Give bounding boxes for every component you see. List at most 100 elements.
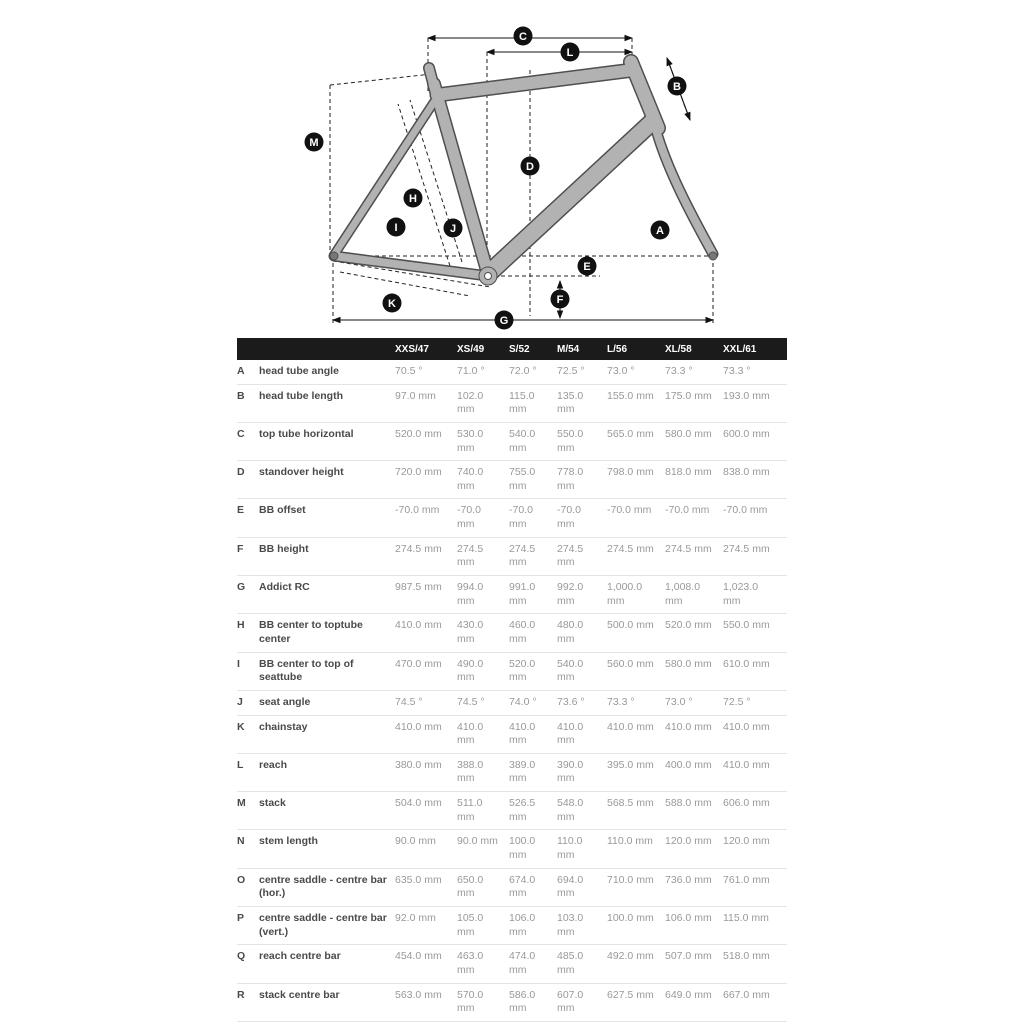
row-key: J [237,695,243,708]
value-cell: 490.0 mm [457,657,484,684]
value-cell: 992.0 mm [557,581,584,607]
value-cell: 90.0 mm [395,835,436,848]
value-cell: 994.0 mm [457,581,484,607]
svg-text:J: J [450,223,456,235]
value-cell: 798.0 mm [607,466,654,479]
row-label: centre saddle - centre bar (hor.) [259,873,387,900]
value-cell: 470.0 mm [395,657,442,670]
value-cell: 73.3 ° [723,365,751,377]
value-cell: 274.5 mm [509,542,536,569]
value-cell: 102.0 mm [457,389,484,416]
value-cell: -70.0 mm [509,504,533,531]
value-cell: 736.0 mm [665,873,712,886]
value-cell: 838.0 mm [723,466,770,479]
value-cell: 410.0 mm [395,720,442,733]
value-cell: 460.0 mm [509,619,536,645]
value-cell: 70.5 ° [395,365,423,377]
row-label: head tube length [259,389,343,402]
value-cell: 175.0 mm [665,389,712,402]
value-cell: 110.0 mm [557,835,583,862]
svg-text:H: H [409,193,417,205]
value-cell: 710.0 mm [607,873,654,886]
value-cell: 563.0 mm [395,988,442,1001]
row-key: L [237,758,244,771]
value-cell: 674.0 mm [509,873,536,900]
value-cell: -70.0 mm [665,504,710,517]
dimension-label-H: H [403,188,423,208]
value-cell: 740.0 mm [457,466,484,492]
row-label: reach centre bar [259,950,341,963]
value-cell: 485.0 mm [557,950,584,976]
row-key: D [237,466,245,479]
value-cell: 635.0 mm [395,873,442,886]
value-cell: 410.0 mm [509,720,536,747]
value-cell: 73.6 ° [557,695,585,708]
value-cell: 667.0 mm [723,988,770,1001]
value-cell: 504.0 mm [395,797,442,810]
row-key: N [237,835,245,848]
dimension-label-D: D [520,156,540,176]
value-cell: 987.5 mm [395,581,442,594]
value-cell: -70.0 mm [723,504,768,517]
value-cell: 100.0 mm [509,835,536,862]
value-cell: 106.0 mm [509,911,536,938]
value-cell: 410.0 mm [557,720,584,747]
value-cell: 155.0 mm [607,389,654,402]
value-cell: 610.0 mm [723,657,770,670]
value-cell: 389.0 mm [509,758,536,785]
value-cell: -70.0 mm [457,504,481,531]
row-key: P [237,911,245,924]
value-cell: 463.0 mm [457,950,484,976]
value-cell: 818.0 mm [665,466,712,479]
value-cell: 73.0 ° [665,695,693,708]
value-cell: 1,008.0 mm [665,581,701,607]
value-cell: 193.0 mm [723,389,770,402]
svg-text:C: C [519,31,527,43]
dimension-label-K: K [382,293,402,313]
svg-text:B: B [673,81,681,93]
value-cell: 410.0 mm [723,758,770,771]
value-cell: 105.0 mm [457,911,484,938]
value-cell: 492.0 mm [607,950,654,963]
bike-frame [328,54,719,286]
value-cell: 1,000.0 mm [607,581,643,607]
value-cell: 540.0 mm [557,657,584,684]
value-cell: 115.0 mm [509,389,535,416]
row-key: O [237,873,246,886]
value-cell: 73.3 ° [665,365,693,377]
row-label: BB center to top of seattube [259,657,354,684]
value-cell: 720.0 mm [395,466,442,479]
value-cell: 560.0 mm [607,657,654,670]
value-cell: 520.0 mm [665,619,712,632]
row-label: reach [259,758,288,771]
value-cell: 627.5 mm [607,988,654,1001]
value-cell: 410.0 mm [395,619,442,632]
value-cell: 474.0 mm [509,950,536,976]
row-key: E [237,504,245,517]
row-key: R [237,988,245,1001]
value-cell: 650.0 mm [457,873,484,900]
value-cell: 390.0 mm [557,758,584,785]
row-label: Addict RC [259,581,310,594]
value-cell: 110.0 mm [607,835,653,848]
row-label: chainstay [259,720,308,733]
row-key: H [237,619,245,632]
value-cell: 103.0 mm [557,911,584,938]
value-cell: 520.0 mm [509,657,536,684]
value-cell: 550.0 mm [557,427,584,454]
value-cell: 72.0 ° [509,365,537,377]
row-key: K [237,720,245,733]
value-cell: 410.0 mm [665,720,712,733]
value-cell: 778.0 mm [557,466,584,492]
value-cell: 430.0 mm [457,619,484,645]
